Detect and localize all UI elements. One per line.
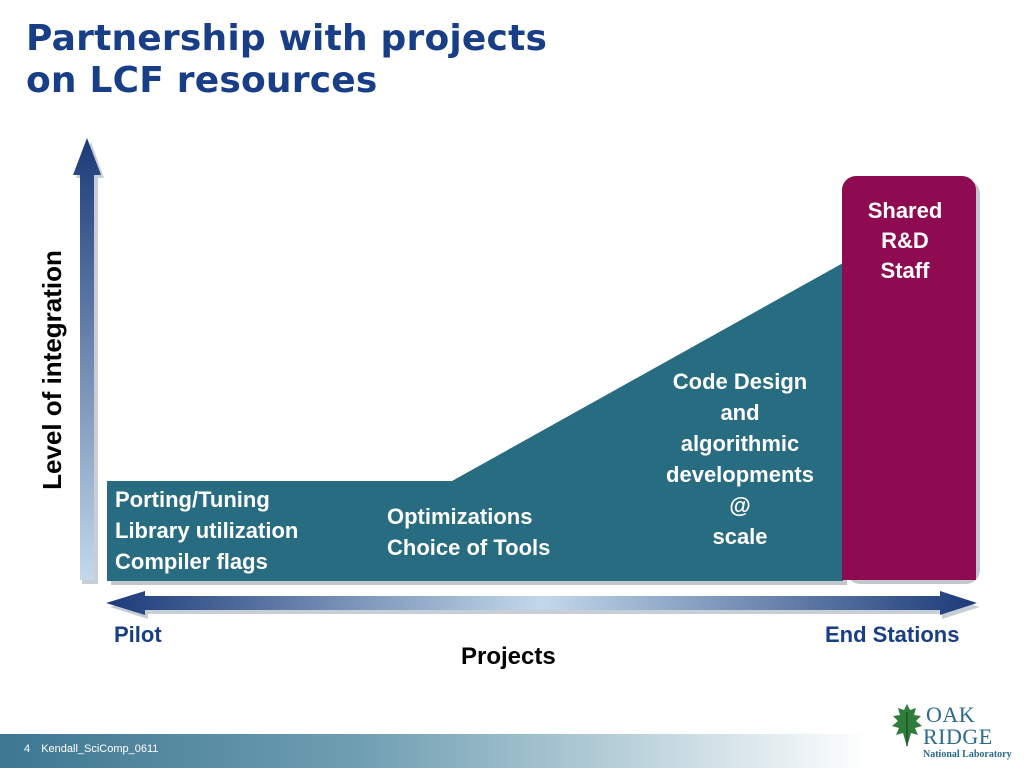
region-top-text: Shared R&D Staff [842, 196, 968, 286]
region-slope-line: @ [729, 493, 751, 518]
region-slope-line: Code Design [672, 369, 808, 394]
region-mid-text: Optimizations Choice of Tools [387, 501, 550, 563]
region-mid-line: Choice of Tools [387, 535, 551, 560]
region-top-line: Shared [867, 198, 943, 223]
slide-title-line1: Partnership with projects [26, 18, 548, 59]
shared-staff-bar-base [842, 560, 976, 580]
x-axis-left-label: Pilot [114, 622, 162, 647]
slide-title: Partnership with projects on LCF resourc… [26, 18, 547, 102]
shared-staff-bar [842, 176, 976, 580]
doc-id: Kendall_SciComp_0611 [41, 743, 159, 755]
integration-diagram [73, 138, 980, 619]
region-slope-line: and [720, 400, 760, 425]
x-axis-arrow [106, 591, 980, 619]
oak-ridge-logo: OAK RIDGE National Laboratory [890, 700, 1012, 764]
integration-area [107, 263, 843, 581]
page-number: 4 [24, 743, 31, 755]
logo-subtitle: National Laboratory [923, 749, 1012, 760]
logo-word-ridge: RIDGE [923, 724, 993, 749]
region-top-line: R&D [881, 228, 929, 253]
region-low-line: Compiler flags [115, 549, 268, 574]
region-slope-line: algorithmic [680, 431, 800, 456]
y-axis-arrow [73, 138, 104, 584]
region-slope-text: Code Design and algorithmic developments… [640, 366, 840, 552]
logo-word-oak: OAK [926, 702, 976, 727]
footer-band [0, 734, 1024, 768]
oak-leaf-icon [892, 704, 922, 746]
region-low-text: Porting/Tuning Library utilization Compi… [115, 484, 298, 577]
region-low-line: Porting/Tuning [115, 487, 270, 512]
x-axis-label: Projects [461, 643, 556, 670]
region-mid-line: Optimizations [387, 504, 533, 529]
region-top-line: Staff [880, 258, 930, 283]
region-slope-line: developments [666, 462, 814, 487]
y-axis-label: Level of integration [37, 250, 67, 490]
slide-title-line2: on LCF resources [26, 60, 378, 101]
region-low-line: Library utilization [115, 518, 299, 543]
x-axis-right-label: End Stations [825, 622, 960, 647]
footer: 4 Kendall_SciComp_0611 [24, 743, 166, 755]
region-slope-line: scale [712, 524, 768, 549]
